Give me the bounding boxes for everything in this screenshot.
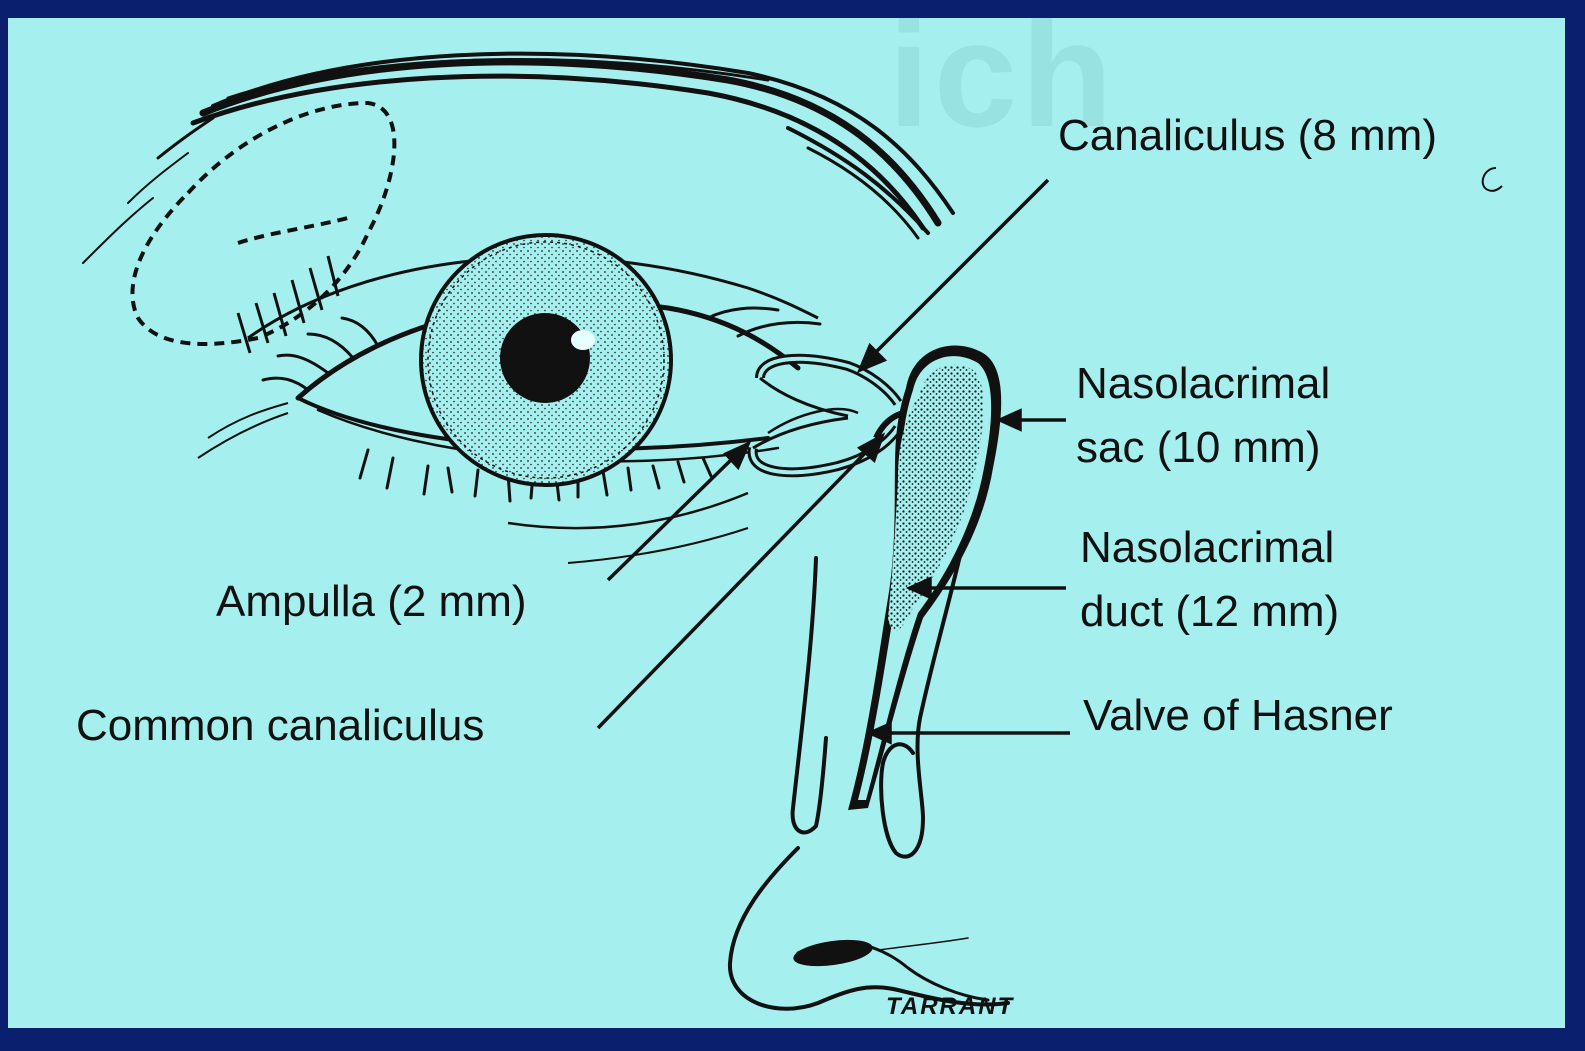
pupil-highlight	[571, 330, 595, 350]
lacrimal-gland-outline	[132, 103, 394, 344]
nasolacrimal-sac-and-duct	[848, 346, 1001, 810]
label-common-canaliculus: Common canaliculus	[76, 704, 484, 748]
valve-of-hasner-arrow	[870, 724, 1070, 742]
label-canaliculus: Canaliculus (8 mm)	[1058, 114, 1437, 158]
eyebrow	[83, 54, 953, 263]
pupil	[500, 313, 590, 403]
label-nasolacrimal-duct-line2: duct (12 mm)	[1080, 580, 1339, 644]
nasolacrimal-sac-arrow	[1000, 411, 1066, 429]
label-nasolacrimal-sac-line1: Nasolacrimal	[1076, 352, 1330, 416]
label-nasolacrimal-sac: Nasolacrimal sac (10 mm)	[1076, 352, 1330, 480]
nostril	[792, 936, 875, 971]
nose-outline	[730, 848, 1008, 1009]
label-valve-of-hasner: Valve of Hasner	[1083, 694, 1393, 738]
label-ampulla: Ampulla (2 mm)	[216, 580, 527, 624]
common-canaliculus-arrow	[598, 436, 882, 728]
label-nasolacrimal-duct: Nasolacrimal duct (12 mm)	[1080, 516, 1339, 644]
canaliculus-arrow	[860, 180, 1048, 370]
label-nasolacrimal-sac-line2: sac (10 mm)	[1076, 416, 1330, 480]
temple-lines	[198, 403, 288, 458]
artist-signature: TARRANT	[886, 993, 1014, 1021]
lower-lid-fold	[508, 493, 748, 528]
slide: ich	[8, 18, 1565, 1028]
pen-mark	[1483, 168, 1502, 191]
label-nasolacrimal-duct-line1: Nasolacrimal	[1080, 516, 1339, 580]
